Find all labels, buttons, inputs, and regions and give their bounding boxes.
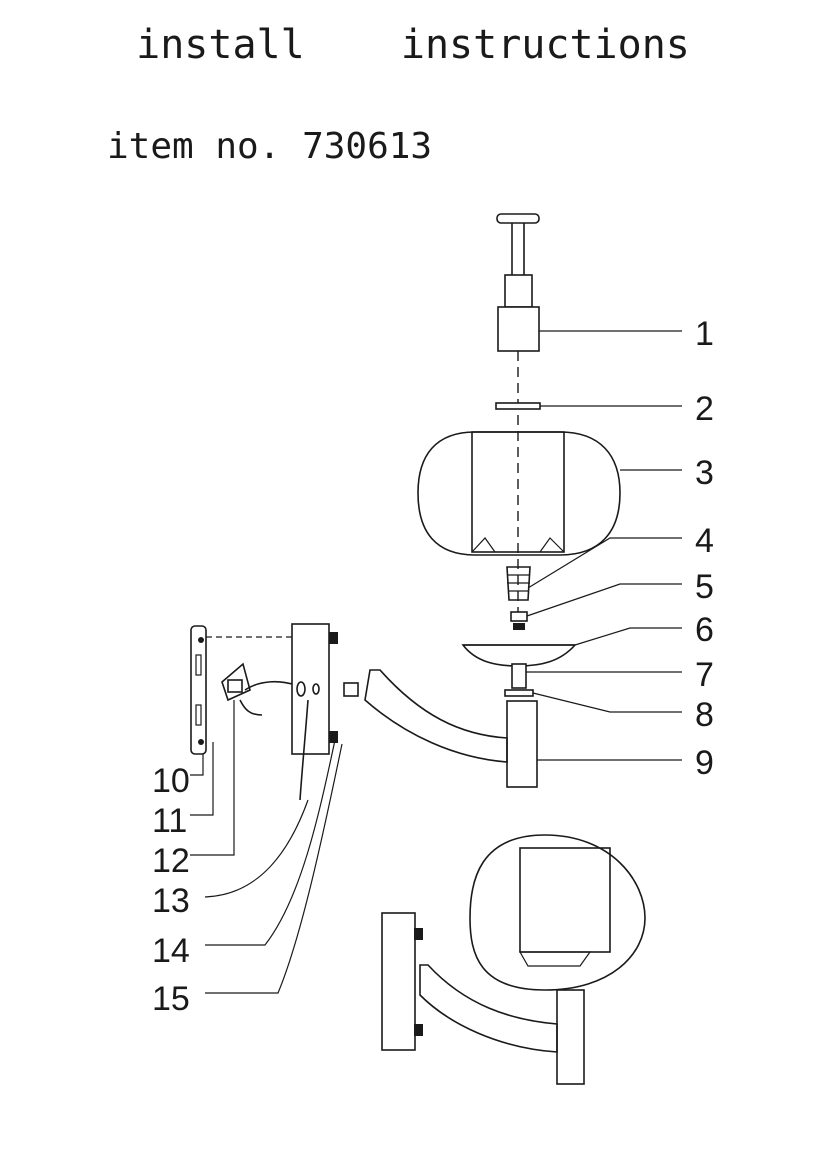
- callout-11: 11: [152, 802, 187, 840]
- part-14-screw-top: [329, 632, 338, 644]
- part-2-washer: [495, 402, 541, 410]
- part-backplate-box: [291, 623, 330, 801]
- callout-7: 7: [695, 656, 714, 694]
- leader-lines: [190, 330, 682, 994]
- part-15-screw-bottom: [329, 731, 338, 743]
- part-10-mounting-plate: [190, 625, 207, 755]
- title-word-install: install: [136, 22, 305, 68]
- callout-10: 10: [152, 762, 190, 800]
- part-12-terminal-block: [221, 662, 296, 716]
- item-number: item no. 730613: [107, 126, 433, 167]
- part-5-socket-nut: [510, 611, 528, 630]
- part-1-finial: [496, 213, 540, 352]
- callout-2: 2: [695, 390, 714, 428]
- part-7-nipple: [511, 663, 527, 689]
- callout-13: 13: [152, 882, 190, 920]
- part-3-glass-shade: [417, 431, 621, 556]
- callout-4: 4: [695, 522, 714, 560]
- title-word-instructions: instructions: [400, 22, 690, 68]
- part-4-bulb: [506, 566, 531, 601]
- callout-1: 1: [695, 315, 714, 353]
- part-6-canopy-bowl: [461, 644, 577, 667]
- callout-5: 5: [695, 568, 714, 606]
- part-8-washer: [504, 689, 534, 697]
- callout-15: 15: [152, 980, 190, 1018]
- callout-12: 12: [152, 842, 190, 880]
- part-9-arm: [343, 669, 538, 788]
- callout-9: 9: [695, 744, 714, 782]
- page-title: install instructions: [0, 22, 826, 68]
- assembled-lamp-view: [381, 834, 646, 1085]
- callout-3: 3: [695, 454, 714, 492]
- callout-14: 14: [152, 932, 190, 970]
- callout-6: 6: [695, 611, 714, 649]
- callout-8: 8: [695, 696, 714, 734]
